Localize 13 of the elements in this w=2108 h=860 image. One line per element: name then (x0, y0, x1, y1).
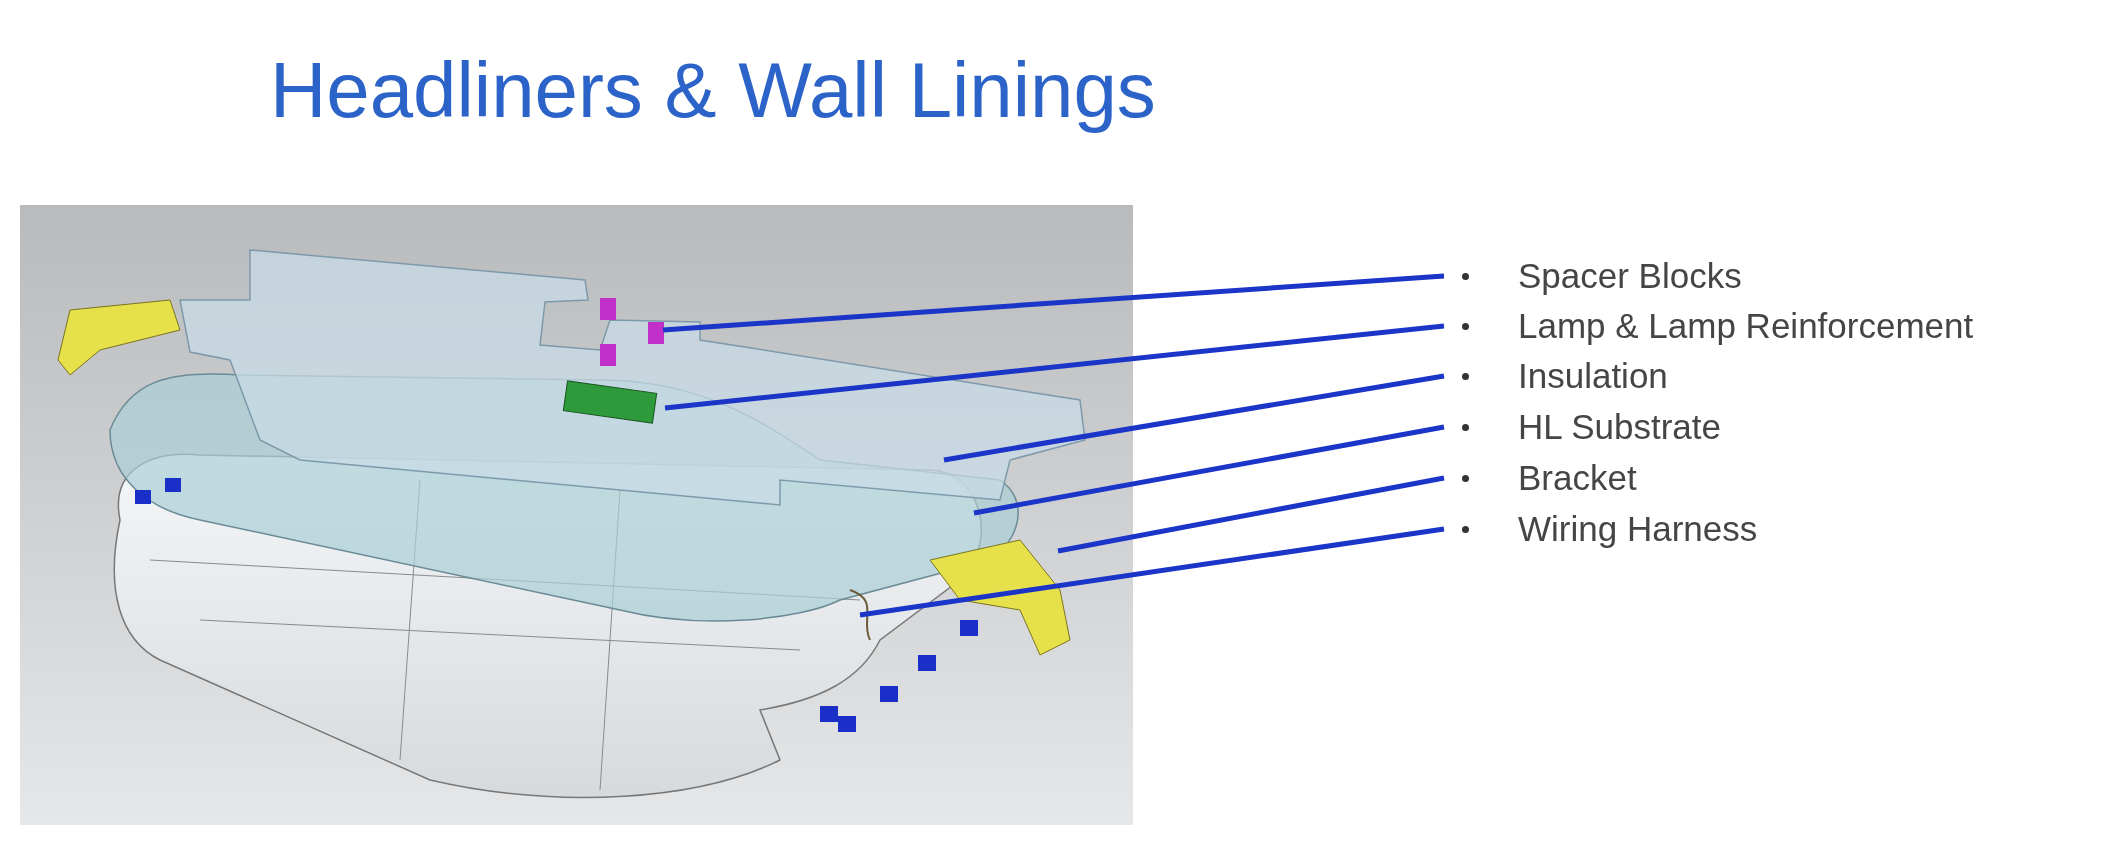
leader-line (973, 424, 1445, 516)
leader-line (662, 273, 1445, 333)
leader-line (1057, 475, 1445, 554)
title: Headliners & Wall Linings (270, 48, 1156, 134)
part-label: Wiring Harness (1446, 507, 1758, 551)
leader-line (943, 373, 1445, 463)
part-label: Bracket (1446, 456, 1637, 500)
part-label: Spacer Blocks (1446, 254, 1742, 298)
part-label: Lamp & Lamp Reinforcement (1446, 304, 1974, 348)
leader-line (664, 323, 1445, 411)
leader-line (859, 526, 1445, 618)
part-label: Insulation (1446, 354, 1668, 398)
part-label: HL Substrate (1446, 405, 1721, 449)
